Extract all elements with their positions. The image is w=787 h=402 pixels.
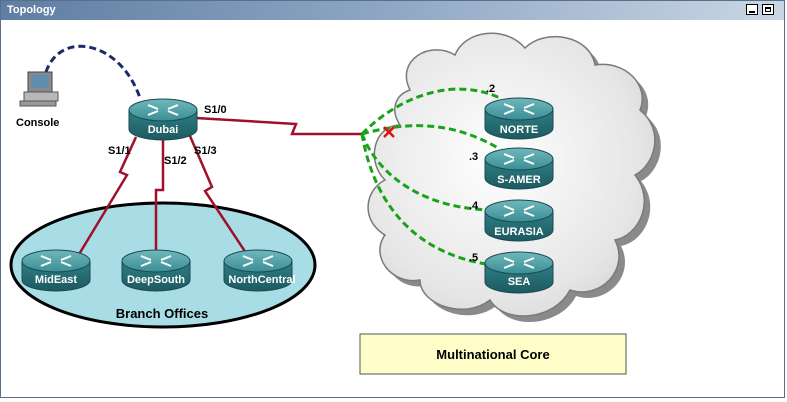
router-label-deepsouth: DeepSouth [127,274,185,286]
interface-label-s11: S1/1 [108,145,131,157]
vc-samer [361,124,499,150]
console-cable [44,44,142,99]
maximize-button[interactable] [762,4,774,15]
serial-link-dubai-cloud [195,116,362,136]
router-label-sea: SEA [508,276,531,288]
router-label-eurasia: EURASIA [494,226,544,238]
address-label-norte: .2 [486,83,495,95]
serial-link-dubai-northcentral [188,135,250,257]
interface-label-s12: S1/2 [164,155,187,167]
vc-eurasia [360,133,496,212]
interface-label-s13: S1/3 [194,145,217,157]
address-label-sea: .5 [469,252,478,264]
title-bar: Topology [1,1,784,20]
vc-norte [360,87,501,136]
window-title: Topology [7,4,56,16]
interface-label-s10: S1/0 [204,104,227,116]
address-label-eurasia: .4 [469,200,479,212]
serial-link-dubai-mideast [76,136,138,257]
router-label-samer: S-AMER [497,174,540,186]
core-label: Multinational Core [436,347,549,362]
serial-links [76,116,362,257]
virtual-circuits [360,87,501,267]
minimize-button[interactable] [746,4,758,15]
router-label-dubai: Dubai [148,124,179,136]
console-label: Console [16,117,59,129]
router-label-northcentral: NorthCentral [228,274,295,286]
broken-link-icon [383,126,395,138]
router-label-norte: NORTE [500,124,539,136]
console-pc[interactable] [19,71,59,107]
core-label-box [359,333,627,375]
address-label-samer: .3 [469,151,478,163]
vc-sea [360,133,493,267]
serial-link-dubai-deepsouth [154,138,165,256]
router-label-mideast: MidEast [35,274,78,286]
branch-offices-label: Branch Offices [116,306,208,321]
